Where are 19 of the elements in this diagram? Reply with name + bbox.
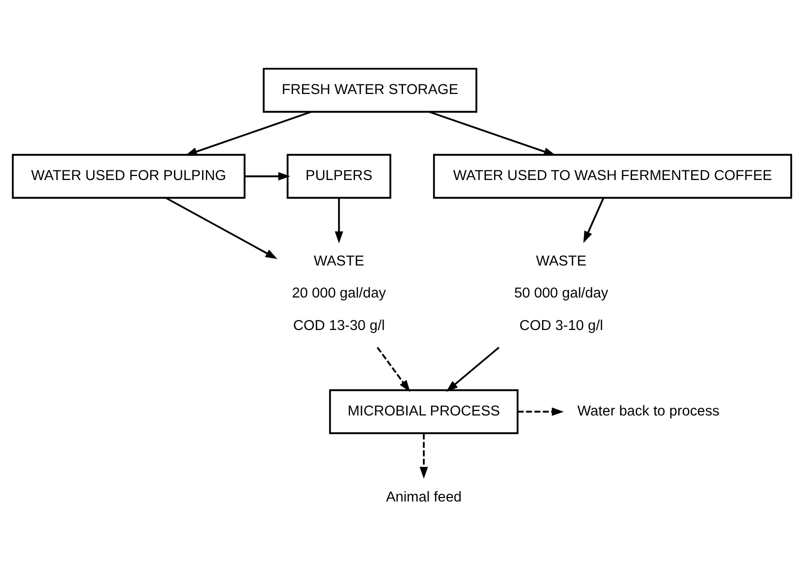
node-box: WATER USED FOR PULPING <box>12 154 246 199</box>
arrow <box>376 346 410 392</box>
node-box: WATER USED TO WASH FERMENTED COFFEE <box>433 154 792 199</box>
node-box: FRESH WATER STORAGE <box>262 68 478 113</box>
node-text: WASTE 20 000 gal/day COD 13-30 g/l <box>292 253 386 334</box>
node-text: Water back to process <box>577 403 720 420</box>
node-text: WASTE 50 000 gal/day COD 3-10 g/l <box>514 253 608 334</box>
arrow <box>428 110 556 156</box>
arrow <box>165 197 278 260</box>
node-text: Animal feed <box>386 489 462 506</box>
arrow <box>518 408 564 416</box>
arrow <box>420 434 428 479</box>
node-box: MICROBIAL PROCESS <box>329 389 518 434</box>
arrow <box>334 198 344 244</box>
node-box: PULPERS <box>286 154 392 199</box>
arrow <box>244 172 290 180</box>
arrow <box>185 110 312 156</box>
arrow <box>446 346 500 392</box>
arrow <box>583 198 604 244</box>
